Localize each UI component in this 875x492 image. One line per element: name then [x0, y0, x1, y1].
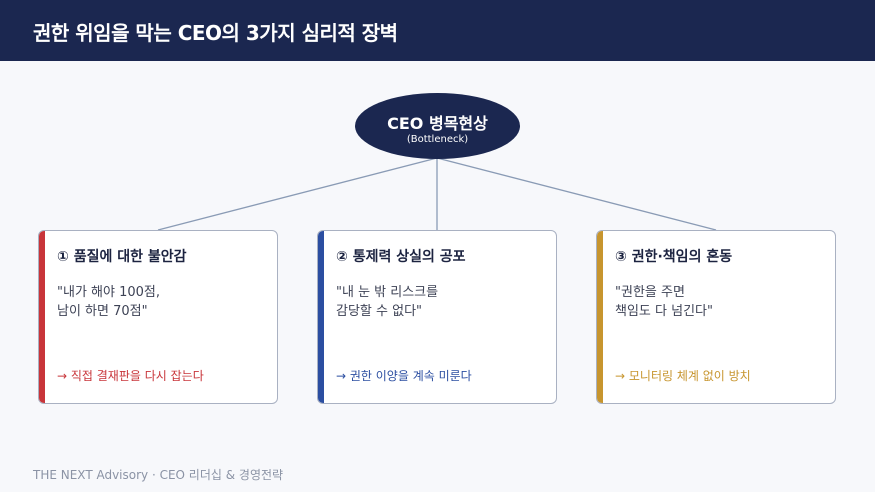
- card-accent-bar: [597, 231, 603, 403]
- barrier-card-2: ② 통제력 상실의 공포 "내 눈 밖 리스크를 감당할 수 없다" → 권한 …: [317, 230, 557, 404]
- card-quote: "내 눈 밖 리스크를 감당할 수 없다": [336, 283, 438, 321]
- barrier-card-3: ③ 권한·책임의 혼동 "권한을 주면 책임도 다 넘긴다" → 모니터링 체계…: [596, 230, 836, 404]
- card-title: ② 통제력 상실의 공포: [336, 249, 466, 265]
- card-title: ① 품질에 대한 불안감: [57, 249, 187, 265]
- card-quote-line: "내가 해야 100점,: [57, 285, 160, 300]
- card-accent-bar: [39, 231, 45, 403]
- card-quote-line: "내 눈 밖 리스크를: [336, 285, 439, 300]
- card-title: ③ 권한·책임의 혼동: [615, 249, 733, 265]
- card-accent-bar: [318, 231, 324, 403]
- card-quote-line: 감당할 수 없다": [336, 304, 423, 319]
- center-node: CEO 병목현상 (Bottleneck): [355, 93, 520, 159]
- card-result: → 모니터링 체계 없이 방치: [615, 369, 751, 383]
- header-bar: 권한 위임을 막는 CEO의 3가지 심리적 장벽: [0, 0, 875, 61]
- center-node-title: CEO 병목현상: [387, 114, 488, 133]
- connector-line-3: [436, 157, 717, 231]
- card-quote-line: 책임도 다 넘긴다": [615, 304, 713, 319]
- card-quote: "내가 해야 100점, 남이 하면 70점": [57, 283, 160, 321]
- card-result: → 직접 결재판을 다시 잡는다: [57, 369, 204, 383]
- page-title: 권한 위임을 막는 CEO의 3가지 심리적 장벽: [33, 21, 398, 45]
- card-result: → 권한 이양을 계속 미룬다: [336, 369, 472, 383]
- connector-line-1: [157, 157, 438, 231]
- card-quote-line: 남이 하면 70점": [57, 304, 148, 319]
- card-quote-line: "권한을 주면: [615, 285, 685, 300]
- footer-text: THE NEXT Advisory · CEO 리더십 & 경영전략: [33, 468, 284, 482]
- center-node-subtitle: (Bottleneck): [406, 134, 469, 145]
- barrier-card-1: ① 품질에 대한 불안감 "내가 해야 100점, 남이 하면 70점" → 직…: [38, 230, 278, 404]
- card-quote: "권한을 주면 책임도 다 넘긴다": [615, 283, 713, 321]
